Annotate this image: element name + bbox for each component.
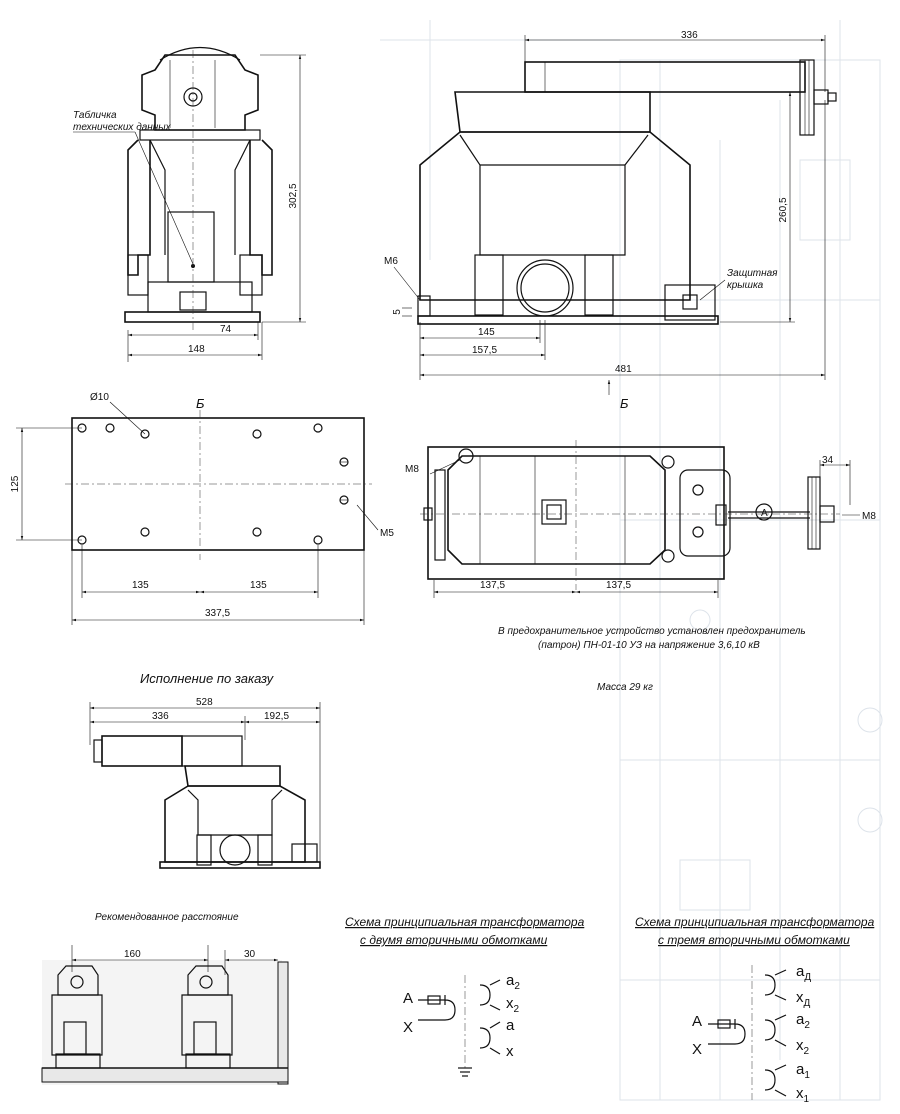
scheme-two-x: x — [506, 1043, 514, 1060]
cover-label-2: крышка — [727, 280, 764, 291]
dim-plan-125: 125 — [10, 475, 21, 492]
label-m6: M6 — [384, 256, 398, 267]
dim-plan-137a: 137,5 — [480, 580, 505, 591]
side-view — [393, 35, 837, 395]
note-fuse-1: В предохранительное устройство установле… — [498, 626, 806, 637]
scheme-three-ad: aД — [796, 963, 811, 983]
scheme-two-a2: a2 — [506, 972, 520, 992]
scheme-two-a: a — [506, 1017, 515, 1034]
dim-rec-160: 160 — [124, 949, 141, 960]
label-m8-right: M8 — [862, 511, 876, 522]
cover-label-1: Защитная — [727, 268, 778, 279]
recommended-view — [41, 945, 289, 1085]
dim-side-260: 260,5 — [778, 197, 789, 222]
section-b-plan: Б — [196, 396, 205, 411]
scheme-two-A: A — [403, 990, 413, 1007]
scheme-three-X: X — [692, 1041, 702, 1058]
scheme-three-x2: x2 — [796, 1037, 810, 1057]
dim-plan-337: 337,5 — [205, 608, 230, 619]
scheme-three-title-2: с тремя вторичными обмотками — [658, 933, 850, 947]
front-view — [73, 46, 306, 362]
dim-plan-34: 34 — [822, 455, 834, 466]
dim-side-336: 336 — [681, 30, 698, 41]
scheme-two-diagram — [418, 975, 501, 1077]
section-b-side: Б — [620, 396, 629, 411]
label-view-a: A — [761, 508, 768, 519]
scheme-two-title-1: Схема принципиальная трансформатора — [345, 915, 585, 929]
scheme-three-xd: xД — [796, 989, 811, 1009]
plate-label-2: технических данных — [73, 122, 172, 133]
background-schematic — [380, 20, 883, 1101]
dim-side-157: 157,5 — [472, 345, 497, 356]
scheme-three-diagram — [708, 965, 787, 1100]
note-mass: Масса 29 кг — [597, 682, 653, 693]
dim-plan-135a: 135 — [132, 580, 149, 591]
note-fuse-2: (патрон) ПН-01-10 УЗ на напряжение 3,6,1… — [538, 640, 760, 651]
dim-front-height: 302,5 — [288, 183, 299, 208]
scheme-three-a2: a2 — [796, 1011, 810, 1031]
recommended-title: Рекомендованное расстояние — [95, 912, 239, 923]
label-m8-left: M8 — [405, 464, 419, 475]
dim-plan-135b: 135 — [250, 580, 267, 591]
label-m5: M5 — [380, 528, 394, 539]
dim-front-74: 74 — [220, 324, 232, 335]
scheme-three-a1: a1 — [796, 1061, 810, 1081]
dim-custom-528: 528 — [196, 697, 213, 708]
plan-right-view — [420, 440, 860, 598]
dim-plan-137b: 137,5 — [606, 580, 631, 591]
scheme-three-title-1: Схема принципиальная трансформатора — [635, 915, 875, 929]
dim-custom-336: 336 — [152, 711, 169, 722]
scheme-three-A: A — [692, 1013, 702, 1030]
label-d10: Ø10 — [90, 392, 109, 403]
dim-rec-30: 30 — [244, 949, 256, 960]
scheme-two-x2: x2 — [506, 995, 520, 1015]
dim-front-148: 148 — [188, 344, 205, 355]
dim-side-481: 481 — [615, 364, 632, 375]
plate-label-1: Табличка — [73, 109, 117, 121]
scheme-two-X: X — [403, 1019, 413, 1036]
plan-left-view — [16, 401, 379, 625]
dim-side-5: 5 — [392, 309, 403, 315]
dim-side-145: 145 — [478, 327, 495, 338]
scheme-three-x1: x1 — [796, 1085, 810, 1105]
dim-custom-192: 192,5 — [264, 711, 289, 722]
custom-title: Исполнение по заказу — [140, 671, 275, 686]
scheme-two-title-2: с двумя вторичными обмотками — [360, 933, 548, 947]
custom-view — [89, 702, 321, 869]
